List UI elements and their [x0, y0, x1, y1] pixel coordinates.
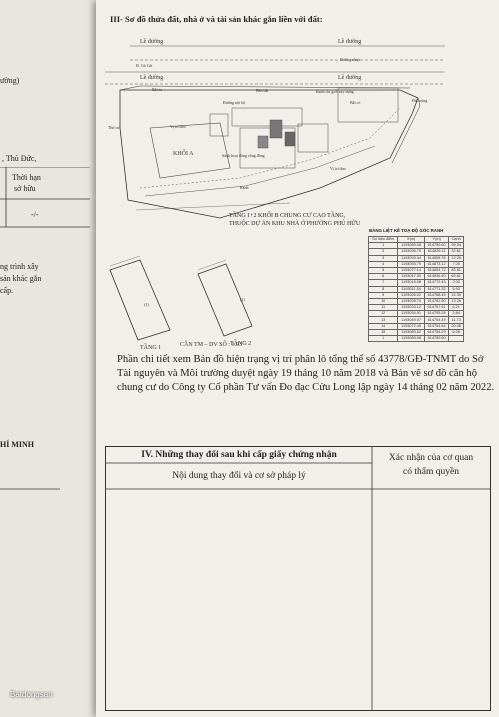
map-label: Thổ cư: [108, 125, 120, 130]
coord-cell: 1193034.51: [397, 310, 425, 318]
floor-plans: [109, 255, 253, 341]
coord-cell: 614755.28: [423, 310, 450, 318]
scale-note: CĂN TM – DV SỐ : 1.03: [180, 342, 242, 348]
map-label: Đ. Gò Cát: [136, 63, 153, 68]
map-label: Lề đường: [140, 75, 164, 81]
coord-cell: 614873.12: [423, 260, 450, 268]
coord-cell: 1: [367, 334, 399, 343]
map-label: Đường nhựa: [340, 57, 361, 62]
site-map: [105, 45, 445, 219]
left-fragment: sở hữu: [14, 184, 36, 193]
map-label: Đường nội bộ: [223, 100, 246, 105]
paragraph-line: Phần chi tiết xem Bản đồ hiện trạng vị t…: [117, 354, 484, 365]
coord-cell: 614771.32: [423, 285, 450, 293]
coord-cell: 1193033.12: [397, 304, 425, 312]
coord-cell: 1193072.45: [397, 322, 425, 330]
coord-cell: 614826.11: [423, 248, 450, 256]
coord-cell: 1193015.08: [397, 279, 425, 287]
map-caption: THUỘC DỰ ÁN KHU NHÀ Ở PHƯỜNG PHÚ HỮU: [229, 221, 361, 227]
coord-cell: 614772.43: [423, 279, 450, 287]
watermark: Batdongsan: [10, 690, 53, 699]
coord-table-title: BẢNG LIỆT KÊ TOẠ ĐỘ GÓC RANH: [369, 228, 444, 233]
map-label: Bãi cỏ: [350, 100, 361, 105]
map-label: Ranh: [240, 185, 249, 190]
coord-cell: 1193093.44: [397, 254, 425, 262]
floor-label-1: TẦNG 1: [140, 345, 162, 351]
map-label: Bãi xe: [152, 87, 163, 92]
coord-cell: 1193083.62: [397, 328, 425, 337]
coord-cell: 614836.40: [423, 273, 450, 281]
left-fragment: , Thủ Đức,: [2, 154, 37, 163]
changes-col-confirm: có thẩm quyền: [403, 467, 459, 477]
left-fragment: Thời hạn: [12, 173, 41, 182]
map-label: Đất trống: [412, 98, 428, 103]
room-label: (1): [144, 302, 149, 307]
map-label: KHỐI A: [173, 151, 194, 157]
map-label: Vị trí tầm: [170, 124, 186, 129]
paragraph-line: Tài nguyên và Môi trường duyệt ngày 19 t…: [117, 368, 477, 379]
left-fragment: ường): [0, 76, 20, 85]
changes-col-confirm: Xác nhận của cơ quan: [388, 453, 474, 463]
coord-cell: 1193028.70: [397, 297, 425, 306]
coord-cell: 614854.72: [423, 266, 450, 275]
room-label: (1): [240, 297, 245, 302]
coord-cell: 1193077.14: [397, 266, 425, 275]
map-label: Sảnh hoạt động cộng đồng: [222, 153, 265, 158]
changes-table: IV. Những thay đổi sau khi cấp giấy chứn…: [105, 446, 491, 711]
coord-cell: 1193089.08: [397, 242, 425, 250]
coord-header-cell: Số hiệu điểm: [367, 235, 399, 244]
coord-cell: 614762.50: [423, 297, 450, 306]
coord-cell: 614754.49: [423, 316, 450, 324]
coord-cell: 1193026.02: [397, 291, 425, 299]
coord-cell: 1193011.54: [397, 285, 425, 293]
section-title: III- Sơ đồ thửa đất, nhà ở và tài sản kh…: [110, 14, 323, 24]
left-table-lines: [0, 167, 90, 228]
map-label: Lề đường: [140, 39, 164, 45]
left-fragment: HÍ MINH: [0, 440, 34, 449]
left-fragment: cấp.: [0, 286, 14, 295]
left-divider: [0, 488, 60, 490]
coord-cell: 614750.60: [423, 242, 450, 250]
map-label: Vị trí tầm: [330, 166, 346, 171]
coord-cell: 1193047.30: [397, 273, 425, 281]
left-fragment: ng trình xây: [0, 262, 39, 271]
coord-cell: 614768.49: [423, 291, 450, 299]
map-label: Lề đường: [338, 39, 362, 45]
coord-cell: 614757.61: [423, 304, 450, 312]
reference-paragraph: Phần chi tiết xem Bản đồ hiện trạng vị t…: [117, 353, 495, 395]
changes-col-content: Nội dung thay đổi và cơ sở pháp lý: [172, 471, 306, 481]
coord-cell: 1193049.07: [397, 316, 425, 324]
map-label: Bến bãi: [256, 88, 269, 93]
coord-cell: 614750.60: [423, 334, 450, 343]
coord-cell: 614754.29: [423, 328, 450, 337]
map-caption: TẦNG 1+2 KHỐI B CHUNG CƯ CAO TẦNG,: [229, 213, 346, 219]
coord-cell: 614858.76: [423, 254, 450, 262]
changes-table-lines: [106, 447, 490, 710]
map-label: Ranh chỉ giới xây dựng: [316, 89, 354, 94]
coord-cell: 1193093.79: [397, 260, 425, 268]
document-page: [96, 0, 499, 717]
map-label: Lề đường: [338, 75, 362, 81]
left-fragment: sản khác gắn: [0, 274, 42, 283]
coord-cell: [448, 334, 464, 343]
changes-table-title: IV. Những thay đổi sau khi cấp giấy chứn…: [141, 450, 337, 460]
left-fragment: -/-: [31, 210, 39, 219]
coord-cell: 1193089.08: [397, 334, 425, 343]
coord-cell: 614754.64: [423, 322, 450, 330]
floor-label-2: TẦNG 2: [230, 341, 252, 347]
coord-cell: 1193096.70: [397, 248, 425, 256]
paragraph-line: chung cư do Công ty Cổ phần Tư vấn Đo đạ…: [117, 382, 495, 393]
left-page: ường) , Thủ Đức, Thời hạn sở hữu -/- ng …: [0, 0, 100, 717]
